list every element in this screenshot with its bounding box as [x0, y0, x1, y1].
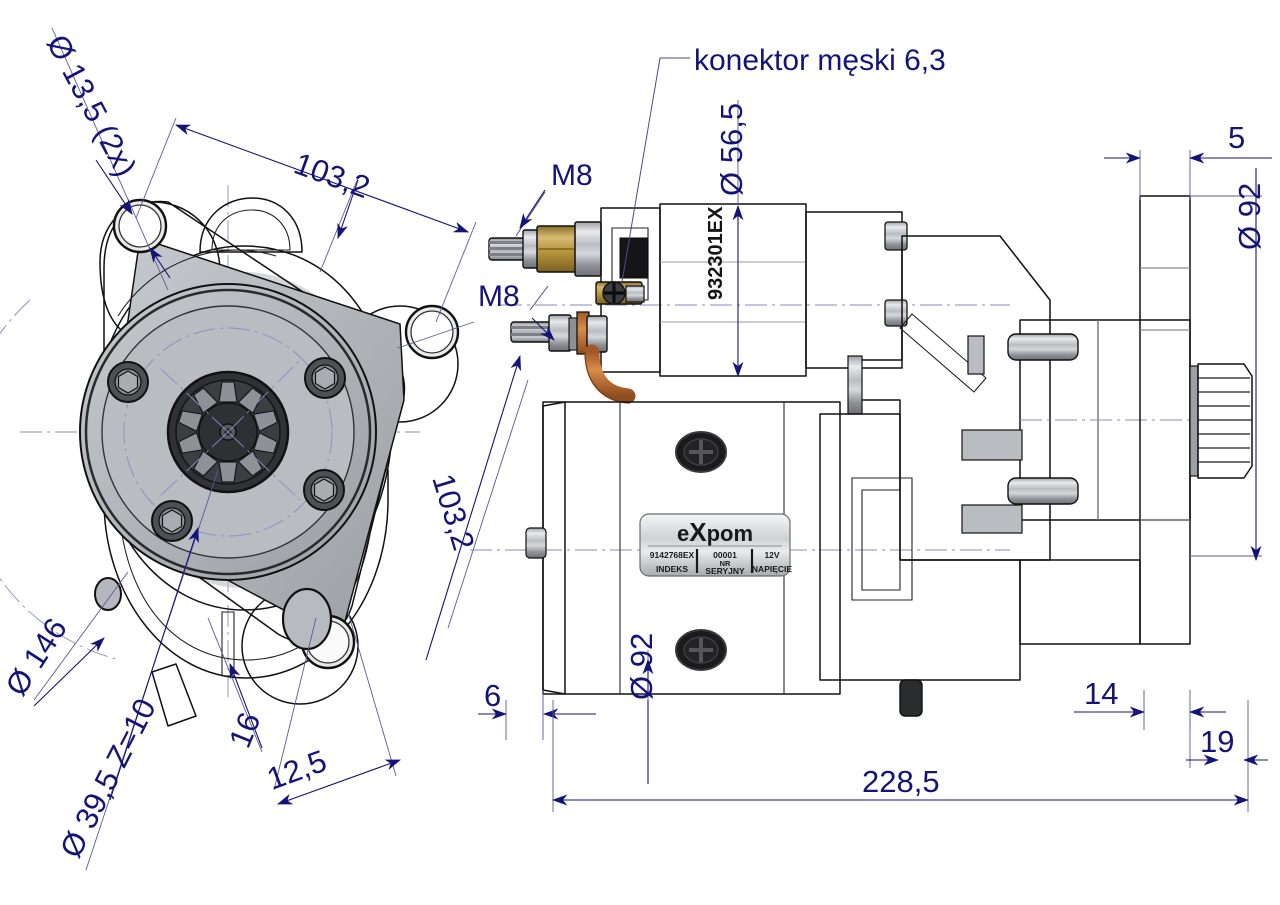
dim-d1032-top: 103,2 [290, 146, 375, 205]
dim-d135: Ø 13,5 (2x) [40, 29, 144, 182]
pinion-teeth [1198, 377, 1252, 463]
dim-d19: 19 [1200, 724, 1234, 759]
dim-d92-bottom: Ø 92 [624, 633, 659, 700]
motor-screw-bottom [675, 629, 727, 671]
solenoid-end-bump-hl [211, 209, 291, 251]
phillips-cross-icon [604, 283, 624, 303]
drive-housing-lobe [103, 469, 389, 679]
flange-lobe-bottom [241, 587, 359, 705]
motor-drain-nipple [899, 679, 923, 717]
bolt-circle [123, 327, 333, 537]
terminal-stud-upper [488, 221, 602, 277]
housing-pin-bottom [1007, 477, 1079, 505]
casting-rib-bottom [961, 504, 1023, 534]
hex-nut-upper [574, 221, 602, 277]
mounting-flange-side [1139, 195, 1191, 645]
boss-outer-ring [84, 288, 372, 576]
nameplate-index-label: INDEKS [656, 564, 688, 574]
nameplate-serial-value: 00001 [713, 550, 737, 560]
dim-d2285: 228,5 [862, 764, 940, 799]
solenoid-rear-housing [805, 211, 903, 369]
bracket-rib-diagonal [899, 313, 987, 393]
hex-bolt [151, 500, 193, 542]
pcd-arc [0, 299, 121, 661]
phillips-cross-icon [689, 440, 713, 464]
casting-rib-top [961, 429, 1023, 461]
pinion-shaft [1189, 365, 1199, 477]
copper-braid [584, 344, 636, 404]
hex-bolt-group [107, 357, 346, 542]
dowel-hole-small [94, 577, 122, 611]
solenoid-lug-bottom [884, 299, 908, 327]
solenoid-cap-slot [619, 237, 649, 279]
dim-d565: Ø 56,5 [714, 103, 749, 196]
flange-lower-block [1019, 559, 1141, 645]
dim-d1032-right: 103,2 [425, 470, 481, 554]
nameplate-voltage-label: NAPIĘCIE [752, 564, 792, 574]
dowel-hole-oval [281, 587, 333, 651]
bracket-post [847, 355, 863, 415]
solenoid-cap-recess [611, 227, 649, 301]
casting-recess [851, 477, 913, 601]
annotation-konektor: konektor męski 6,3 [694, 44, 946, 77]
spline-radial-lines [157, 359, 301, 501]
stud-nut-lower [548, 314, 572, 352]
left-end-view [0, 185, 460, 727]
dim-d395: Ø 39,5 Z=10 [53, 693, 163, 863]
hex-bolt [303, 469, 345, 511]
pinion-body [1197, 363, 1253, 479]
solenoid-code-text: 932301EX [705, 206, 727, 300]
dim-d5: 5 [1228, 120, 1245, 155]
flange-top-bevel [117, 249, 277, 317]
motor-end-cap [542, 401, 566, 695]
spade-connector [595, 281, 645, 305]
pinion-gear-side [1189, 363, 1253, 479]
nameplate-brand: eXpom [677, 517, 753, 547]
motor-brush-cap [525, 527, 547, 559]
drain-nipple [151, 663, 197, 727]
hex-bolt [304, 357, 346, 399]
dim-d146: Ø 146 [0, 612, 74, 702]
nameplate: eXpom 9142768EX INDEKS 00001 NR SERYJNY … [639, 513, 792, 577]
dim-d6: 6 [484, 678, 501, 713]
stud-thread-lower [510, 321, 552, 343]
dim-d92-right: Ø 92 [1232, 183, 1267, 250]
nameplate-voltage-value: 12V [764, 550, 779, 560]
bracket-boss [967, 335, 985, 375]
solenoid-barrel [659, 203, 807, 377]
annotation-m8-upper: M8 [551, 159, 593, 192]
nameplate-serial-label-1: NR [720, 559, 731, 568]
mounting-hole [404, 304, 460, 360]
right-side-view: 932301EX [470, 195, 1253, 717]
dimensions-right-view: konektor męski 6,3 M8 M8 Ø 56,5 5 Ø 92 6 [478, 44, 1272, 812]
annotation-m8-lower: M8 [478, 280, 520, 313]
phillips-cross-icon [689, 638, 713, 662]
nameplate-index-value: 9142768EX [650, 550, 695, 560]
nameplate-serial-label-2: SERYJNY [705, 566, 745, 576]
casting-recess-inner [861, 489, 901, 591]
housing-pin-top [1007, 333, 1079, 361]
motor-screw-top [675, 431, 727, 473]
dim-d14: 14 [1084, 676, 1118, 711]
hex-bolt [107, 361, 149, 403]
